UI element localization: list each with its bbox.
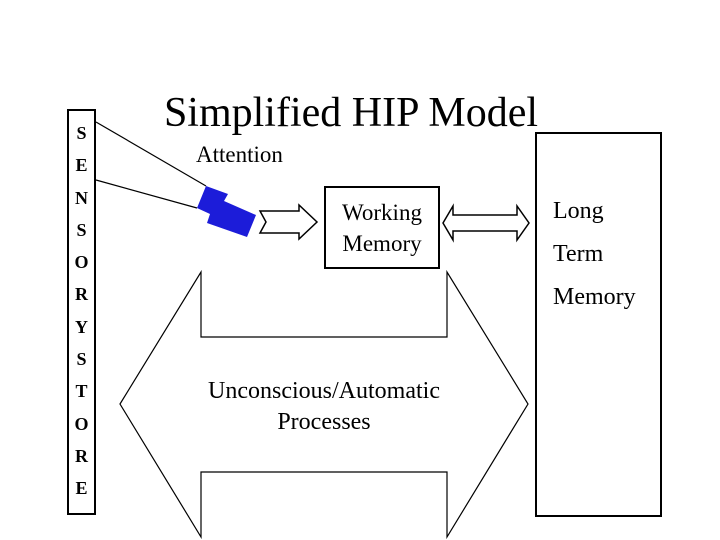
sensory-store-letter: O bbox=[74, 252, 89, 273]
processes-label-line: Processes bbox=[277, 409, 371, 435]
attention-line-bottom bbox=[95, 179, 198, 209]
sensory-store-letter: E bbox=[75, 155, 88, 176]
sensory-store-letter: R bbox=[75, 284, 88, 305]
slide-title: Simplified HIP Model bbox=[163, 90, 539, 137]
sensory-store-letter: T bbox=[75, 381, 88, 402]
sensory-store-letter: S bbox=[76, 219, 87, 240]
attention-funnel-shape bbox=[197, 186, 256, 237]
working-memory-label-line: Working bbox=[342, 199, 422, 225]
processes-label: Unconscious/Automatic Processes bbox=[120, 376, 528, 438]
working-memory-box: Working Memory bbox=[324, 186, 440, 269]
processes-label-line: Unconscious/Automatic bbox=[208, 378, 440, 404]
working-memory-label-line: Memory bbox=[342, 230, 422, 256]
sensory-store-letter: R bbox=[75, 445, 88, 466]
attention-line-top bbox=[95, 121, 207, 187]
long-term-memory-label-line: Term bbox=[553, 241, 604, 267]
sensory-store-letter: N bbox=[75, 187, 88, 208]
unconscious-processes-arrow bbox=[119, 269, 529, 540]
long-term-memory-label-line: Long bbox=[553, 198, 604, 224]
working-ltm-double-arrow bbox=[442, 203, 530, 243]
sensory-store-box: S E N S O R Y S T O R E bbox=[67, 109, 96, 515]
attention-label: Attention bbox=[196, 142, 283, 167]
sensory-store-letter: Y bbox=[75, 316, 88, 337]
sensory-store-letter: O bbox=[74, 413, 89, 434]
sensory-to-working-memory-arrow bbox=[258, 203, 319, 241]
long-term-memory-box: Long Term Memory bbox=[535, 132, 662, 517]
sensory-store-letter: S bbox=[76, 123, 87, 143]
long-term-memory-label-line: Memory bbox=[553, 284, 636, 310]
sensory-store-letter: E bbox=[75, 478, 88, 499]
sensory-store-letter: S bbox=[76, 349, 87, 370]
